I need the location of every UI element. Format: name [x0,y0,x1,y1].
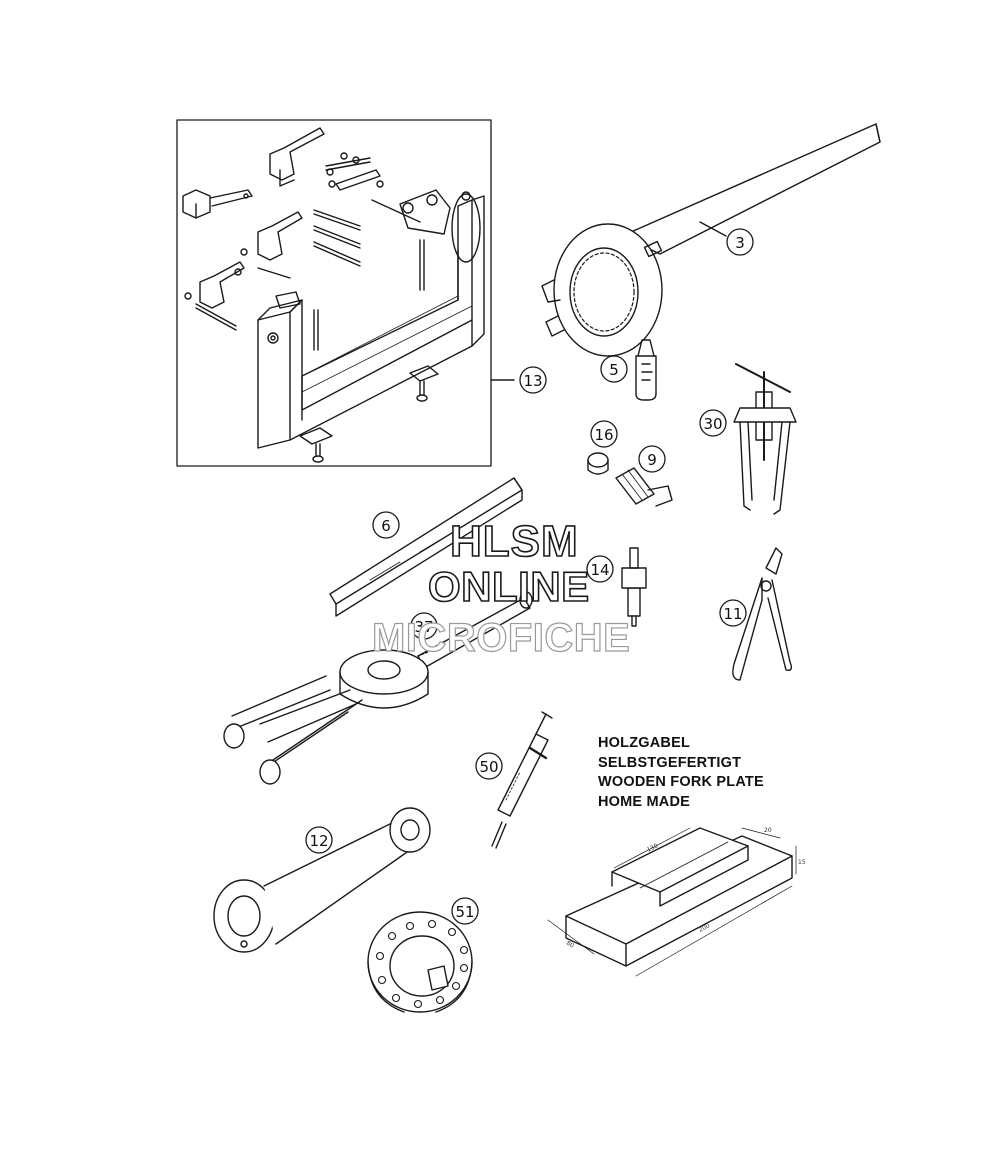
dim-130: 130 [646,842,660,853]
callout-16: 16 [590,420,618,448]
svg-text:12: 12 [309,832,328,850]
grease-syringe [491,711,553,849]
crankshaft-tool [223,591,533,785]
bearing-puller [733,363,797,515]
svg-text:14: 14 [590,561,609,579]
callout-14: 14 [586,555,614,583]
threadlocker-bottle [635,339,657,401]
watermark-line-2: ONLINE [427,562,590,611]
watermark-line-1: HLSM [449,516,579,567]
wooden-fork-plate-note: HOLZGABEL SELBSTGEFERTIGT WOODEN FORK PL… [598,734,764,812]
callout-51: 51 [451,897,479,925]
callout-3: 3 [726,228,754,256]
svg-text:3: 3 [735,234,745,252]
dim-80: 80 [565,940,575,950]
circlip-pliers [732,547,793,681]
callout-30: 30 [699,409,727,437]
watermark-line-3: MICROFICHE [371,615,631,660]
callout-9: 9 [638,445,666,473]
svg-text:11: 11 [723,605,742,623]
svg-text:6: 6 [381,517,391,535]
clutch-holder-wrench [541,123,881,357]
callout-37: 37 [410,612,438,640]
dim-20: 20 [764,827,772,834]
pin-wrench [213,807,431,953]
note-line-2: SELBSTGEFERTIGT [598,754,742,771]
svg-text:30: 30 [703,415,722,433]
wooden-fork-plate [547,827,797,977]
svg-text:16: 16 [594,426,613,444]
insert-puller [621,547,647,627]
kit-frame-box [176,119,492,467]
svg-text:13: 13 [523,372,542,390]
bushing-tool [587,452,609,475]
leader-3 [699,221,727,237]
dim-15: 15 [798,859,806,866]
callout-6: 6 [372,511,400,539]
callout-13: 13 [519,366,547,394]
svg-text:37: 37 [414,618,433,636]
callout-12: 12 [305,826,333,854]
engine-stand-kit [176,119,492,467]
svg-text:9: 9 [647,451,657,469]
callout-5: 5 [600,355,628,383]
note-line-1: HOLZGABEL [598,735,691,751]
adapter-tool [615,467,673,507]
note-line-3: WOODEN FORK PLATE [598,774,764,790]
callout-50: 50 [475,752,503,780]
svg-text:51: 51 [455,903,474,921]
flat-bar-tool [329,477,523,617]
flywheel-puller [367,911,473,1013]
svg-text:50: 50 [479,758,498,776]
note-line-4: HOME MADE [598,793,691,810]
callout-11: 11 [719,599,747,627]
dim-200: 200 [698,922,712,934]
svg-text:5: 5 [609,361,619,379]
